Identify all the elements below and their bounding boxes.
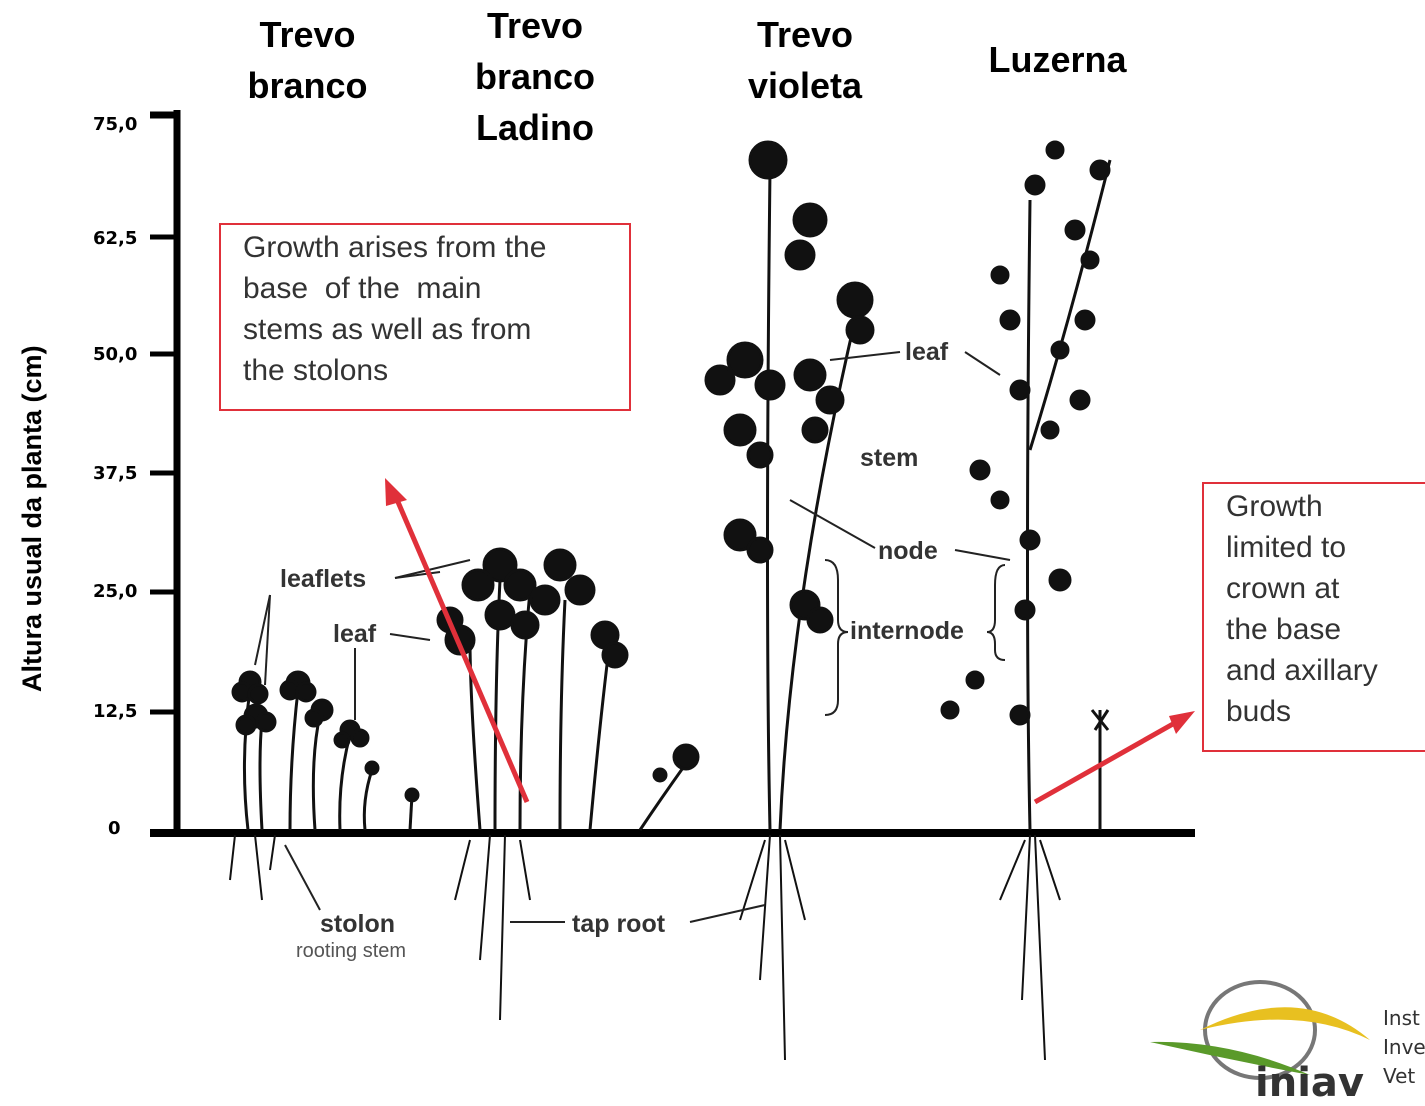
label-stolon: stolon [320, 910, 395, 939]
plant-trevo-violeta [706, 142, 873, 1060]
plant-trevo-branco-ladino [438, 549, 698, 1020]
red-arrows [385, 478, 1195, 802]
label-stem: stem [860, 444, 918, 473]
label-tap-root: tap root [572, 910, 665, 939]
label-internode: internode [850, 617, 964, 646]
label-node: node [878, 537, 938, 566]
plant-trevo-branco [230, 672, 418, 900]
label-rooting-stem: rooting stem [296, 940, 406, 963]
label-leaf-right: leaf [905, 338, 948, 367]
logo-text-line-3: Vet [1383, 1062, 1415, 1091]
note-left: Growth arises from the base of the main … [219, 223, 631, 411]
logo-wordmark: iniav [1255, 1060, 1364, 1106]
note-right: Growth limited to crown at the base and … [1202, 482, 1425, 752]
logo-text-line-2: Inve [1383, 1033, 1425, 1062]
logo-text-line-1: Inst [1383, 1004, 1420, 1033]
plant-luzerna [942, 142, 1110, 1060]
label-leaflets: leaflets [280, 565, 366, 594]
label-leaf-left: leaf [333, 620, 376, 649]
